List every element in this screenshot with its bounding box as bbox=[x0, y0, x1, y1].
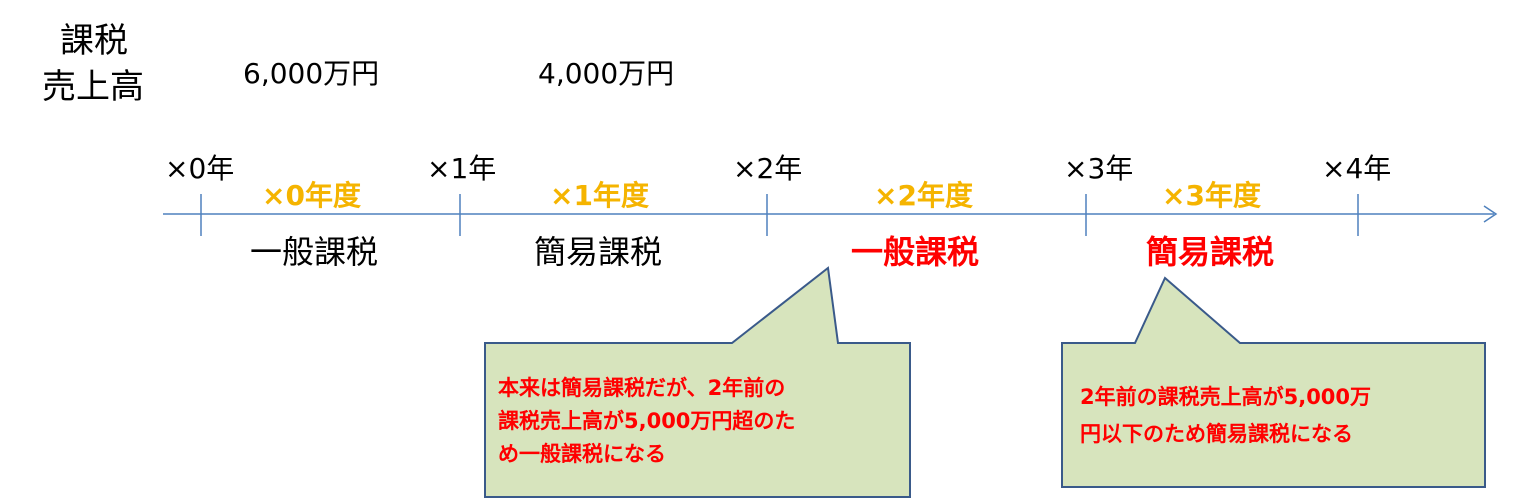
callout-general-tax-line3: め一般課税になる bbox=[498, 442, 666, 466]
fiscal-year-2: ×2年度 bbox=[874, 179, 973, 212]
tax-method-year1: 簡易課税 bbox=[534, 233, 662, 271]
timeline-axis-arrowhead bbox=[1483, 205, 1498, 223]
callout-general-tax-line1: 本来は簡易課税だが、2年前の bbox=[498, 376, 785, 400]
callout-general-tax-bubble bbox=[484, 266, 911, 498]
sales-label-line2: 売上高 bbox=[42, 67, 144, 107]
tax-method-year0: 一般課税 bbox=[250, 233, 378, 271]
callout-simplified-tax-bubble bbox=[1061, 276, 1486, 488]
sales-label-line1: 課税 bbox=[60, 21, 128, 61]
tax-method-year2: 一般課税 bbox=[851, 233, 979, 271]
fiscal-year-1: ×1年度 bbox=[550, 179, 649, 212]
year-mark-3: ×3年 bbox=[1064, 152, 1133, 185]
tax-method-year3: 簡易課税 bbox=[1146, 233, 1274, 271]
fiscal-year-0: ×0年度 bbox=[262, 179, 361, 212]
sales-amount-year1: 4,000万円 bbox=[538, 57, 674, 90]
year-mark-4: ×4年 bbox=[1322, 152, 1391, 185]
callout-general-tax-line2: 課税売上高が5,000万円超のた bbox=[498, 409, 795, 433]
year-mark-0: ×0年 bbox=[165, 152, 234, 185]
year-mark-2: ×2年 bbox=[733, 152, 802, 185]
sales-amount-year0: 6,000万円 bbox=[243, 57, 379, 90]
callout-simplified-tax-line1: 2年前の課税売上高が5,000万 bbox=[1080, 385, 1371, 409]
callout-simplified-tax-line2: 円以下のため簡易課税になる bbox=[1080, 422, 1353, 446]
year-mark-1: ×1年 bbox=[427, 152, 496, 185]
fiscal-year-3: ×3年度 bbox=[1162, 179, 1261, 212]
